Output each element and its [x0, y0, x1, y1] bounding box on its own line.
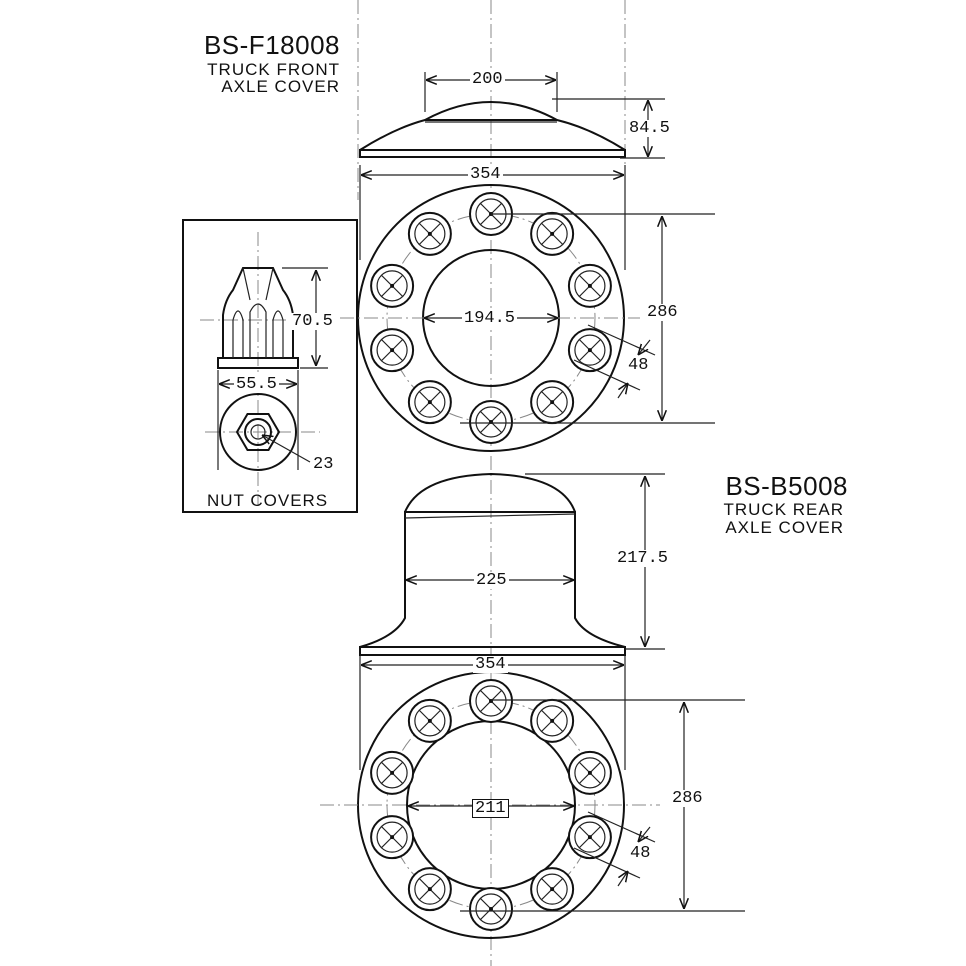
- bolt-hole: [567, 750, 612, 795]
- rear-bolt-span-label: 286: [670, 789, 705, 808]
- bolt-hole: [567, 263, 612, 308]
- front-outer-width-label: 354: [468, 165, 503, 184]
- bolt-hole: [407, 698, 452, 743]
- bolt-hole: [370, 750, 415, 795]
- rear-outer-width-label: 354: [473, 655, 508, 674]
- front-bolt-span-label: 286: [645, 303, 680, 322]
- bolt-hole: [370, 263, 415, 308]
- rear-body-width-label: 225: [474, 571, 509, 590]
- rear-cover-profile: [359, 472, 626, 656]
- bolt-hole: [469, 679, 513, 723]
- nut-covers-label: NUT COVERS: [207, 491, 329, 510]
- nut-cover-side-view: [217, 267, 299, 369]
- bolt-hole: [530, 211, 575, 256]
- front-bolt-holes: [370, 192, 612, 444]
- bolt-hole: [407, 380, 452, 425]
- rear-hole-size-label: 48: [628, 844, 653, 863]
- bolt-hole: [530, 380, 575, 425]
- rear-cover-desc-line1: TRUCK REAR: [723, 500, 844, 519]
- bolt-hole: [407, 211, 452, 256]
- front-top-width-label: 200: [470, 70, 505, 89]
- bolt-hole: [370, 328, 415, 373]
- bolt-hole: [530, 698, 575, 743]
- rear-cover-desc-line2: AXLE COVER: [725, 518, 844, 537]
- front-cover-code: BS-F18008: [203, 30, 340, 60]
- nut-cover-top-view: [219, 393, 297, 471]
- bolt-hole: [469, 400, 513, 444]
- nut-covers-frame: [182, 219, 358, 513]
- front-hole-size-label: 48: [626, 356, 651, 375]
- bolt-hole: [469, 887, 513, 931]
- bolt-hole: [530, 867, 575, 912]
- rear-cover-code: BS-B5008: [725, 471, 848, 501]
- nut-hole-label: 23: [311, 455, 336, 474]
- nut-width-label: 55.5: [234, 375, 279, 394]
- rear-inner-diameter-label: 211: [472, 799, 509, 818]
- bolt-hole: [407, 867, 452, 912]
- nut-height-label: 70.5: [290, 312, 335, 331]
- front-inner-diameter-label: 194.5: [462, 309, 518, 328]
- rear-bolt-holes: [370, 679, 612, 931]
- front-cover-profile: [359, 101, 626, 158]
- front-cover-desc-line2: AXLE COVER: [221, 77, 340, 96]
- bolt-hole: [567, 328, 612, 373]
- rear-height-label: 217.5: [615, 549, 671, 568]
- dim-leader-nut-hole: [262, 435, 311, 463]
- front-height-label: 84.5: [627, 119, 672, 138]
- bolt-hole: [370, 815, 415, 860]
- bolt-hole: [567, 815, 612, 860]
- front-cover-desc-line1: TRUCK FRONT: [207, 60, 340, 79]
